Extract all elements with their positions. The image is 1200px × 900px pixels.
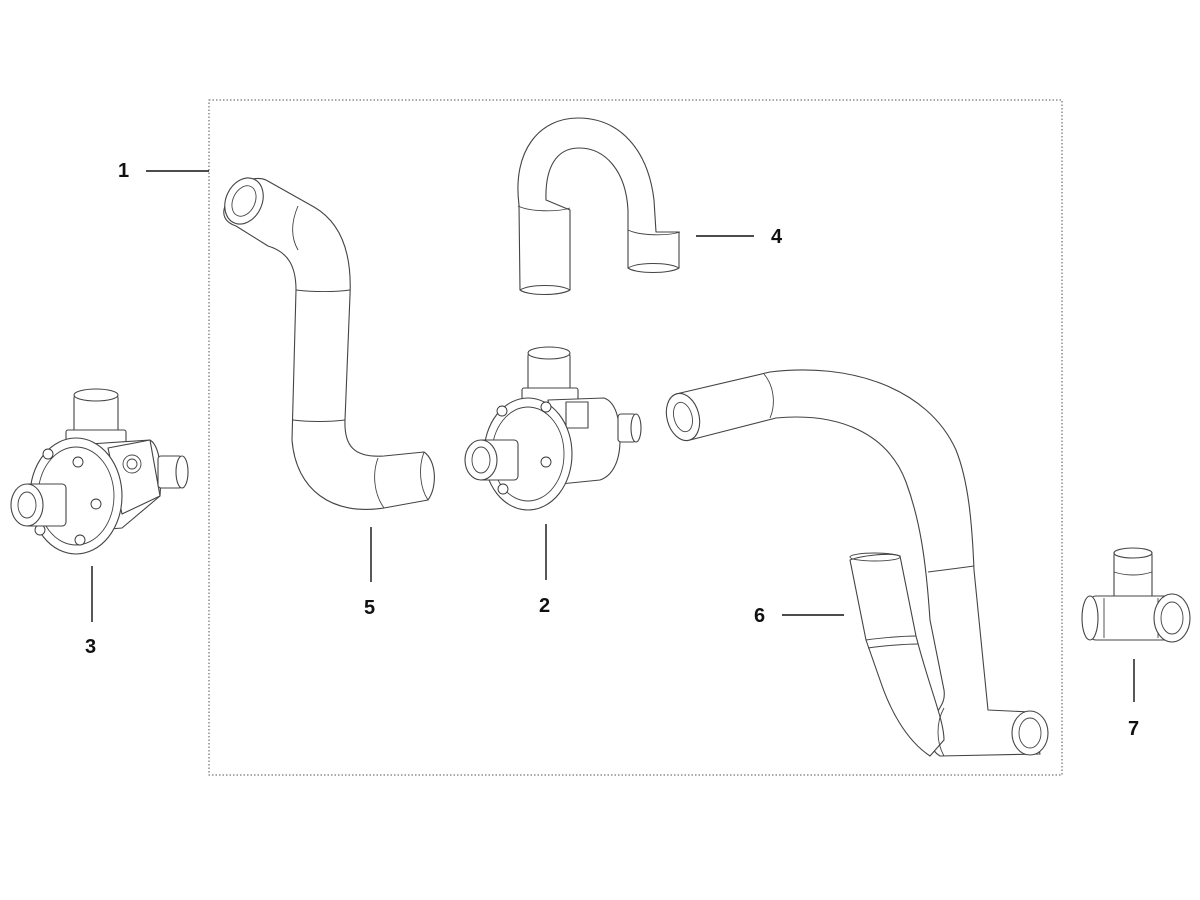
part-3-threaded-port	[122, 454, 142, 474]
part-4-band-right	[627, 229, 681, 236]
part-4-end-left	[519, 285, 571, 291]
part-3-bolt	[90, 498, 102, 510]
part-2-right-spigot-end	[630, 413, 642, 443]
part-7-right-end	[1153, 593, 1191, 643]
part-6-band-top	[763, 373, 774, 419]
part-6-end-top-bore	[673, 401, 693, 433]
part-6-branch-end	[849, 552, 901, 562]
part-4-hose-body	[517, 117, 680, 296]
part-6-end-top	[665, 392, 701, 442]
callout-4-number: 4	[771, 226, 783, 248]
part-5-open-end-inner	[231, 185, 257, 217]
part-7-top-branch-end	[1113, 547, 1153, 559]
callout-6-number: 6	[754, 605, 765, 627]
part-5-band-1	[292, 205, 299, 251]
part-3-threaded-port-inner	[126, 458, 138, 470]
callout-7-number: 7	[1128, 718, 1139, 740]
callout-3[interactable]: 3	[85, 566, 96, 658]
part-4-band-left	[517, 205, 571, 212]
part-3-water-valve[interactable]	[10, 388, 189, 555]
part-3-right-spigot-end	[175, 455, 189, 489]
callout-5-number: 5	[364, 597, 375, 619]
part-3-front-spigot-end	[10, 483, 44, 527]
part-5-end	[420, 451, 429, 501]
part-5-s-hose[interactable]	[218, 172, 435, 510]
part-2-side-port-block	[565, 401, 589, 429]
part-6-band-bottom	[937, 707, 945, 757]
part-6-end-bottom-bore	[1018, 717, 1042, 749]
callout-1[interactable]: 1	[118, 160, 209, 182]
part-3-top-spigot-end	[73, 388, 119, 402]
part-3-bolt	[42, 448, 54, 460]
callout-2-number: 2	[539, 595, 550, 617]
part-7-top-ridge	[1113, 571, 1153, 576]
callout-1-number: 1	[118, 160, 129, 182]
part-2-front-spigot-bore	[471, 446, 491, 474]
part-4-end-right	[627, 263, 680, 269]
part-2-bolt	[540, 401, 552, 413]
part-4-u-hose[interactable]	[517, 117, 681, 296]
callout-2[interactable]: 2	[539, 524, 550, 617]
part-5-band-4	[374, 457, 385, 509]
kit-boundary-frame	[208, 99, 1063, 776]
part-6-end-bottom	[1011, 710, 1049, 756]
part-7-tee-fitting[interactable]	[1081, 547, 1191, 643]
part-3-bolt	[72, 456, 84, 468]
part-2-bolt	[497, 483, 509, 495]
callout-7[interactable]: 7	[1128, 659, 1139, 740]
part-2-top-spigot-end	[527, 346, 571, 360]
callout-6[interactable]: 6	[754, 605, 844, 627]
part-2-bolt	[496, 405, 508, 417]
callout-5[interactable]: 5	[364, 527, 375, 619]
part-7-left-end	[1081, 595, 1099, 641]
part-2-water-valve[interactable]	[464, 346, 642, 511]
part-5-band-3	[292, 419, 346, 422]
part-6-long-hose[interactable]	[661, 369, 1049, 757]
callout-3-number: 3	[85, 636, 96, 658]
part-5-band-2	[295, 289, 351, 292]
part-7-right-end-bore	[1160, 601, 1184, 635]
part-2-bolt	[540, 456, 552, 468]
callout-4[interactable]: 4	[696, 226, 783, 248]
part-2-front-spigot-end	[464, 439, 498, 481]
part-5-hose-body	[223, 178, 435, 510]
part-6-band-mid	[927, 565, 975, 573]
part-6-branch-band	[865, 635, 917, 641]
part-3-bolt	[74, 534, 86, 546]
part-5-open-end	[224, 177, 264, 225]
part-3-front-spigot-bore	[17, 491, 37, 519]
part-6-branch-band-2	[867, 643, 919, 649]
